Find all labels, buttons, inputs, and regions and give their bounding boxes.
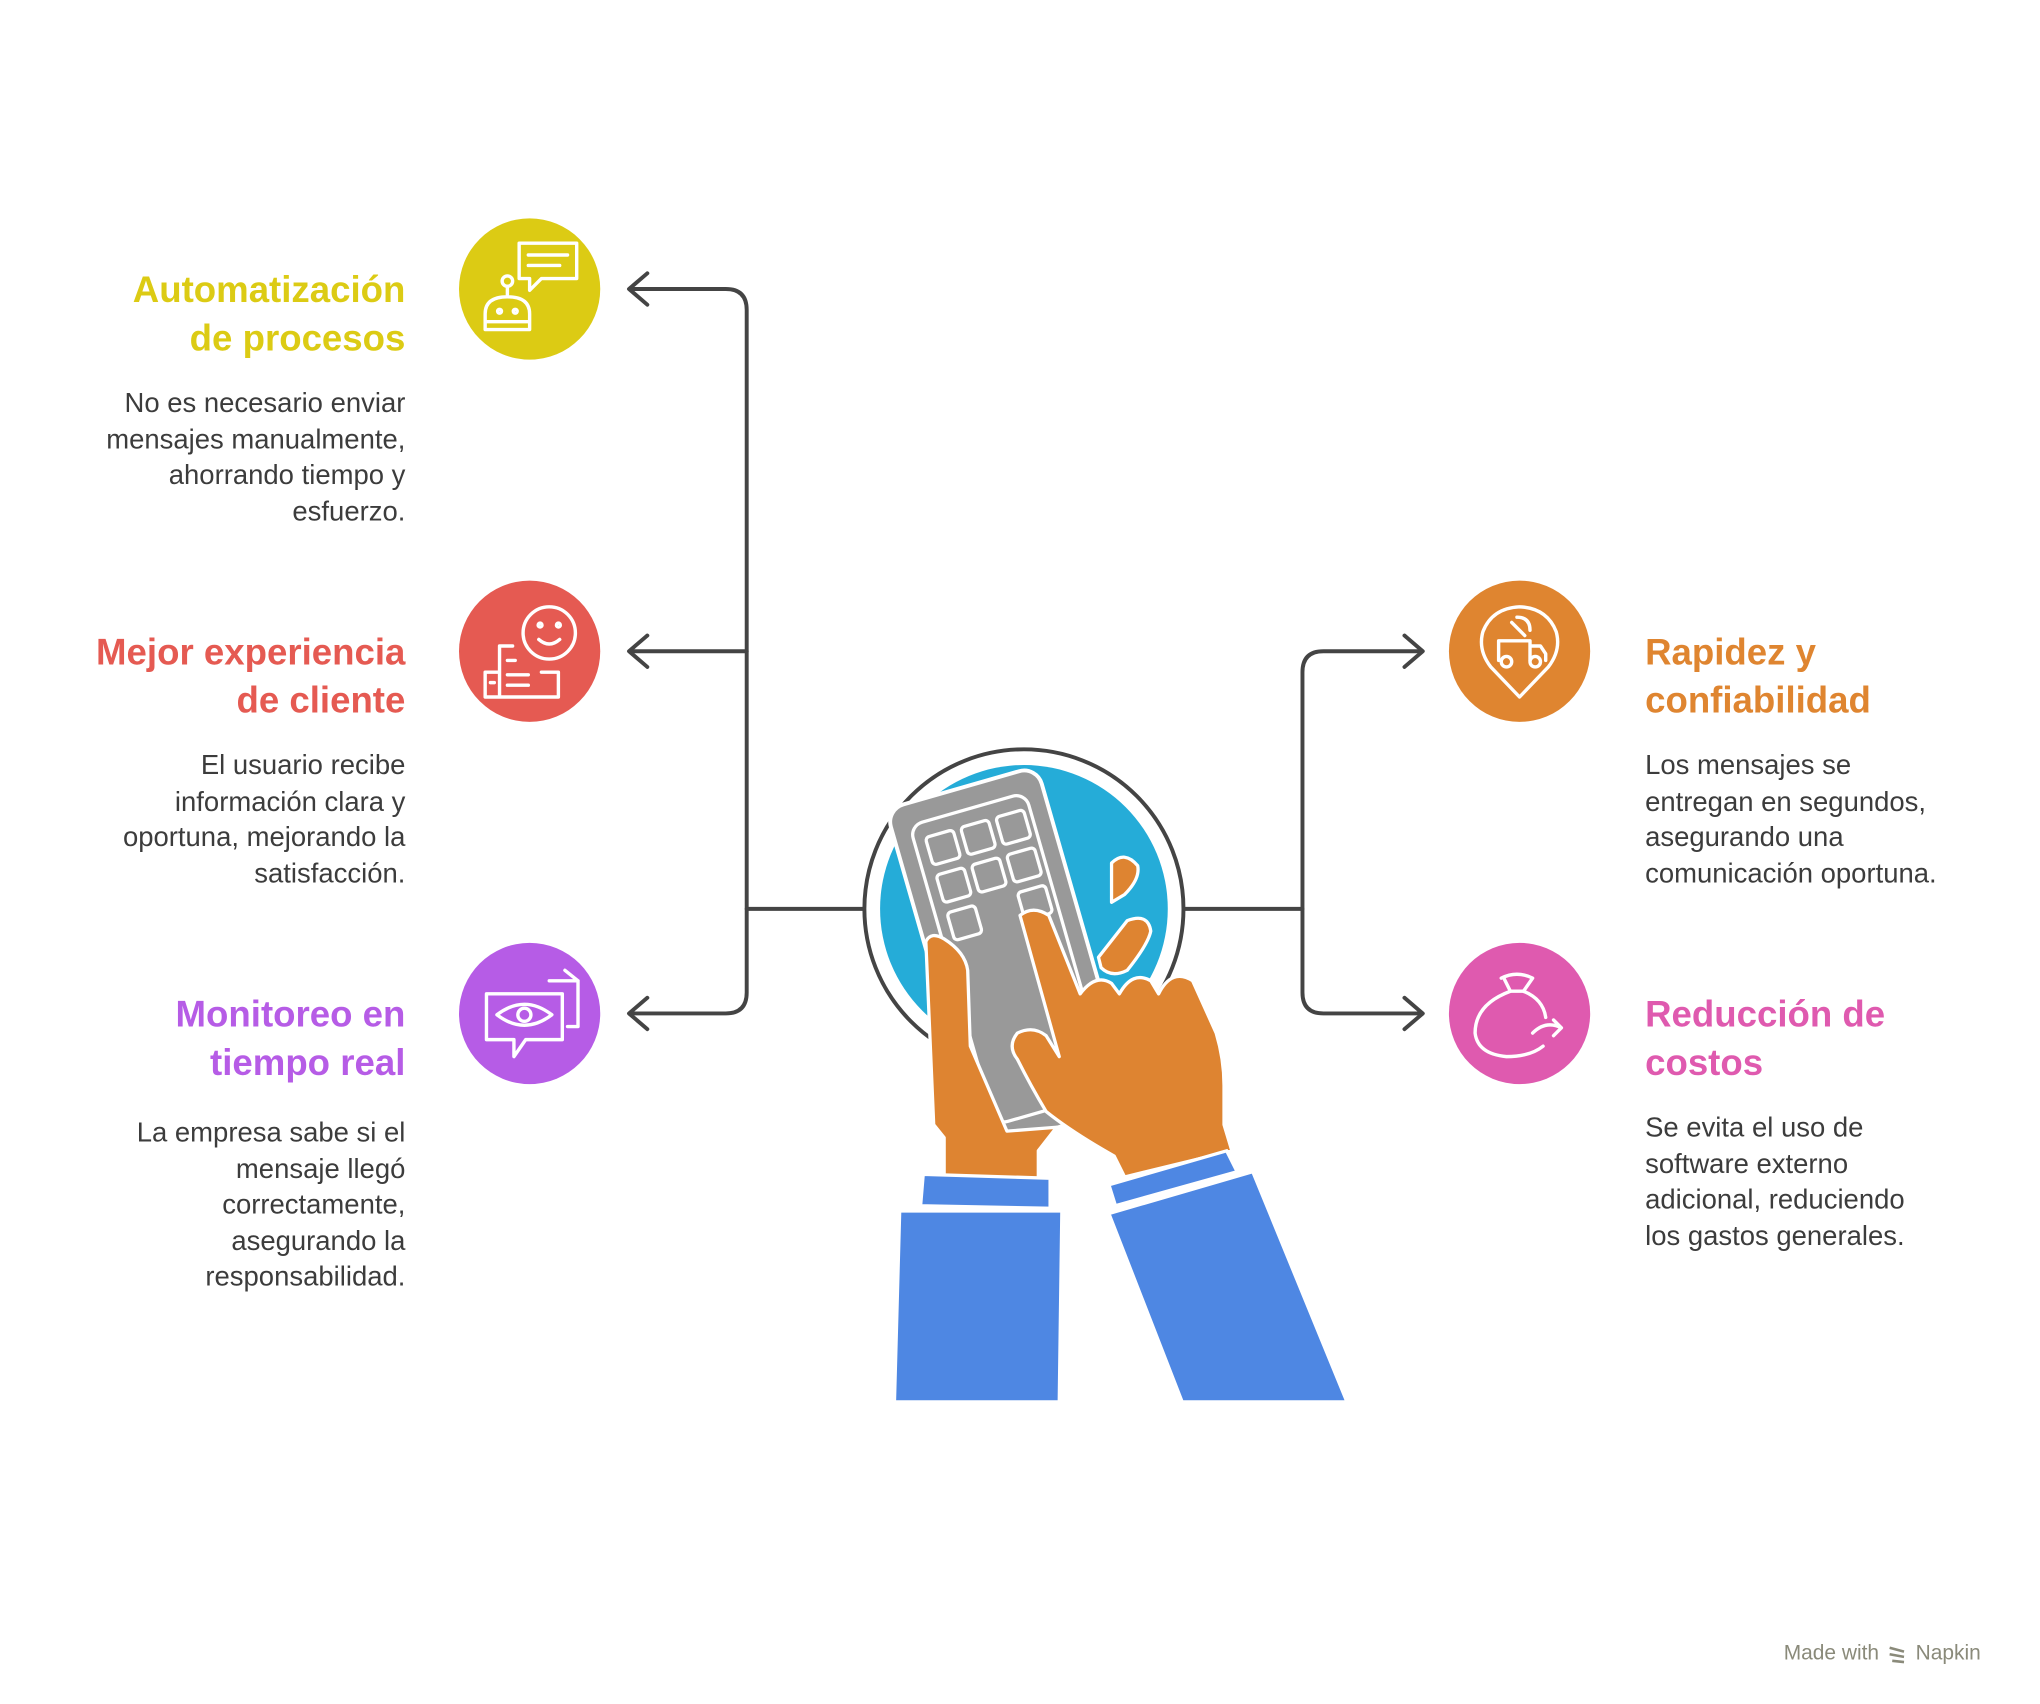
desc-line: correctamente, — [222, 1190, 406, 1221]
desc-line: No es necesario enviar — [124, 388, 406, 419]
desc-line: responsabilidad. — [205, 1262, 406, 1293]
desc-monitoreo: La empresa sabe si el mensaje llegó correc… — [26, 1115, 406, 1295]
title-line: Monitoreo en — [175, 993, 406, 1035]
arrowheads-right — [1402, 633, 1425, 1032]
title-line: Automatización — [132, 269, 406, 310]
title-automatizacion: Automatización de procesos — [26, 265, 406, 362]
title-line: costos — [1645, 1042, 1764, 1083]
robot-chat-icon — [483, 241, 579, 332]
sleeves — [892, 1148, 1350, 1404]
made-with-label: Made with — [1783, 1642, 1880, 1665]
smiley-building-icon — [483, 605, 578, 699]
desc-line: esfuerzo. — [292, 496, 406, 527]
desc-line: software externo — [1645, 1148, 1849, 1180]
title-line: tiempo real — [210, 1042, 406, 1083]
desc-line: mensajes manualmente, — [106, 424, 406, 455]
napkin-watermark[interactable]: Made with Napkin — [1784, 1642, 1981, 1666]
desc-line: Se evita el uso de — [1645, 1112, 1864, 1143]
desc-line: Los mensajes se — [1645, 750, 1852, 781]
title-line: Rapidez y — [1645, 631, 1817, 673]
napkin-logo-icon — [1889, 1646, 1905, 1664]
desc-automatizacion: No es necesario enviar mensajes manualmen… — [26, 386, 405, 530]
title-rapidez: Rapidez y confiabilidad — [1645, 628, 2024, 725]
desc-experiencia: El usuario recibe información clara y opor… — [26, 748, 405, 892]
desc-line: comunicación oportuna. — [1645, 858, 1937, 889]
title-line: de procesos — [189, 317, 406, 359]
desc-line: El usuario recibe — [200, 750, 406, 781]
desc-line: mensaje llegó — [235, 1154, 406, 1185]
desc-line: asegurando la — [231, 1226, 406, 1257]
title-line: Reducción de — [1645, 993, 1886, 1035]
desc-line: entregan en segundos, — [1645, 786, 1927, 817]
desc-line: información clara y — [174, 786, 406, 817]
desc-line: asegurando una — [1645, 822, 1844, 853]
delivery-location-icon — [1479, 605, 1560, 699]
circle-rapidez — [1448, 580, 1591, 722]
desc-line: satisfacción. — [254, 858, 406, 889]
money-bag-icon — [1473, 972, 1564, 1059]
eye-message-icon — [484, 968, 580, 1059]
connector-lines — [627, 271, 1425, 1032]
arrowheads-left — [627, 271, 650, 1032]
title-monitoreo: Monitoreo en tiempo real — [26, 990, 406, 1087]
circle-costos — [1448, 942, 1591, 1085]
title-line: confiabilidad — [1645, 680, 1871, 721]
title-costos: Reducción de costos — [1645, 990, 2024, 1087]
hands — [924, 855, 1234, 1186]
center-illustration — [862, 747, 1350, 1404]
desc-line: adicional, reduciendo — [1645, 1185, 1905, 1216]
desc-rapidez: Los mensajes se entregan en segundos, aseg… — [1645, 748, 1998, 892]
desc-line: los gastos generales. — [1645, 1221, 1905, 1252]
title-line: de cliente — [236, 680, 406, 721]
desc-line: oportuna, mejorando la — [122, 822, 406, 853]
desc-line: ahorrando tiempo y — [168, 460, 406, 491]
title-line: Mejor experiencia — [96, 631, 406, 673]
napkin-brand: Napkin — [1915, 1642, 1981, 1665]
desc-costos: Se evita el uso de software externo adicio… — [1645, 1110, 2024, 1254]
desc-line: La empresa sabe si el — [136, 1118, 406, 1149]
title-experiencia: Mejor experiencia de cliente — [26, 628, 405, 725]
